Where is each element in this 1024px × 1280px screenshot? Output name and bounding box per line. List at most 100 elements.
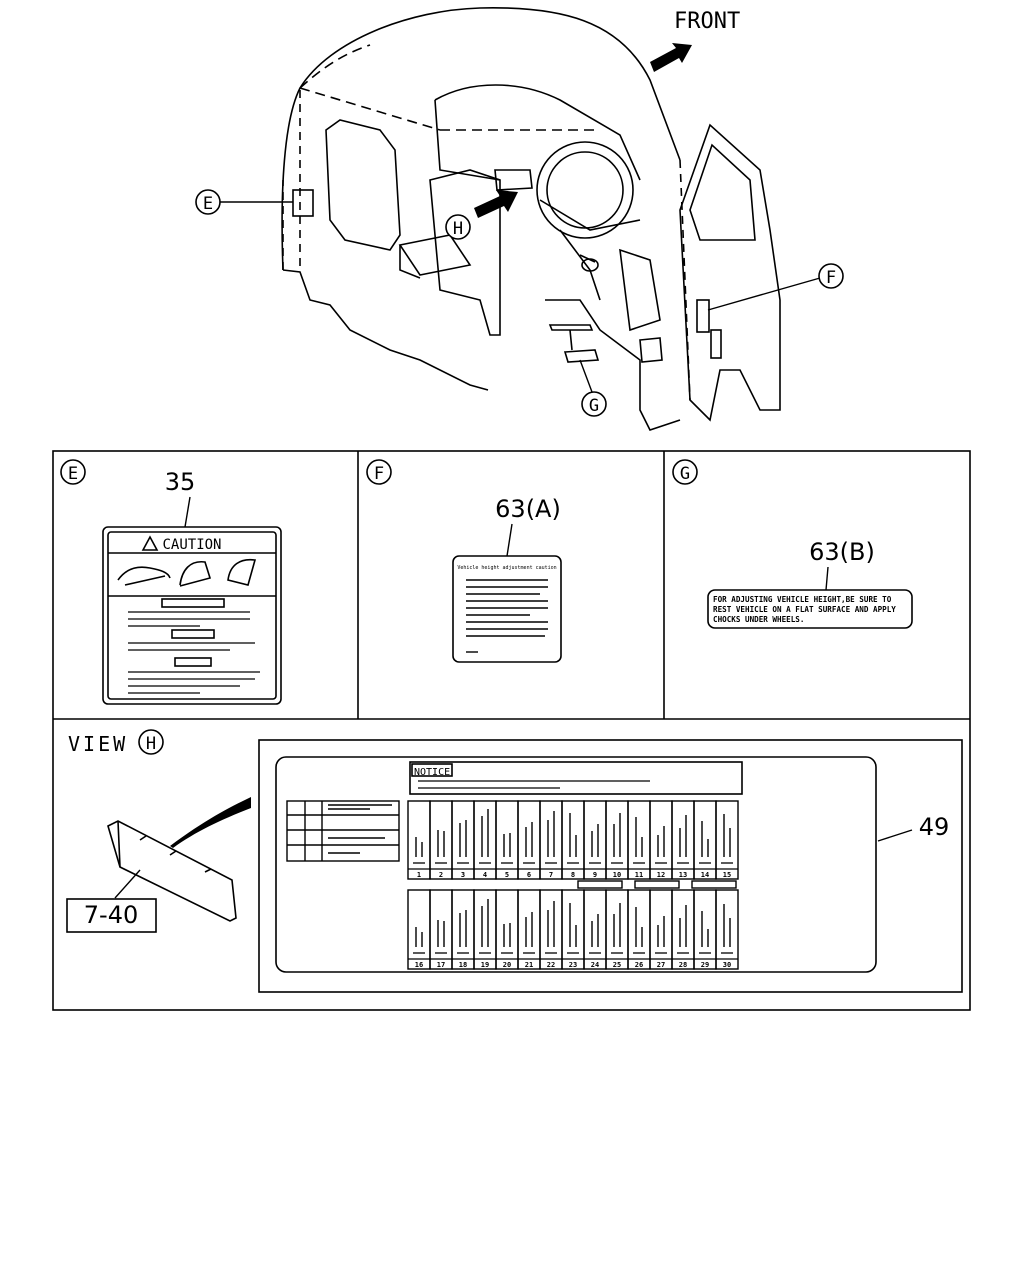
fuse-number: 17 bbox=[437, 961, 445, 969]
fuse-slot bbox=[605, 889, 629, 970]
callout-h-letter: H bbox=[453, 219, 463, 239]
fuse-slot bbox=[407, 889, 431, 970]
sticker-f-location bbox=[696, 299, 710, 333]
fuse-slot bbox=[429, 889, 453, 970]
callout-e: E bbox=[195, 189, 293, 215]
fuse-number: 13 bbox=[679, 871, 687, 879]
detail-grid bbox=[52, 450, 971, 1011]
fuse-number: 22 bbox=[547, 961, 555, 969]
fuse-slot bbox=[627, 889, 651, 970]
fuse-slot bbox=[693, 800, 717, 880]
panel-f-letter: F bbox=[374, 464, 384, 484]
spare-fuse-holder bbox=[577, 880, 623, 889]
spare-fuse-holder bbox=[634, 880, 680, 889]
fuse-number: 21 bbox=[525, 961, 533, 969]
fuse-slot bbox=[517, 889, 541, 970]
notice-box bbox=[409, 761, 743, 795]
caution-title: CAUTION bbox=[162, 537, 221, 553]
fuse-slot bbox=[451, 889, 475, 970]
part-number-7-40: 7-40 bbox=[84, 901, 138, 929]
fuse-slot bbox=[473, 889, 497, 970]
panel-e-letter: E bbox=[68, 464, 78, 484]
panel-g-letter: G bbox=[680, 464, 690, 484]
callout-f: F bbox=[707, 263, 844, 311]
notice-title: NOTICE bbox=[414, 767, 450, 778]
fuse-number: 15 bbox=[723, 871, 731, 879]
fuse-number: 3 bbox=[461, 871, 465, 879]
fuse-slot bbox=[649, 889, 673, 970]
fuse-number: 23 bbox=[569, 961, 577, 969]
wheel-chocks-line-2: REST VEHICLE ON A FLAT SURFACE AND APPLY bbox=[713, 605, 896, 614]
wheel-chocks-label bbox=[707, 589, 913, 629]
fuse-number: 5 bbox=[505, 871, 509, 879]
panel-e: E 35 bbox=[60, 459, 282, 705]
fuse-number: 18 bbox=[459, 961, 467, 969]
fuse-number: 7 bbox=[549, 871, 553, 879]
fuse-slot bbox=[495, 800, 519, 880]
fuse-slot bbox=[561, 889, 585, 970]
front-label: FRONT bbox=[674, 9, 740, 34]
spare-fuse-holder bbox=[691, 880, 737, 889]
front-arrow-icon bbox=[650, 43, 692, 72]
fuse-slot bbox=[495, 889, 519, 970]
panel-f: F 63(A) Vehicle height adjustment cautio… bbox=[366, 459, 562, 663]
cab-illustration bbox=[281, 7, 781, 431]
fuse-label-frame bbox=[258, 739, 963, 993]
fuse-number: 24 bbox=[591, 961, 599, 969]
front-arrow: FRONT bbox=[650, 9, 740, 72]
fuse-slot bbox=[627, 800, 651, 880]
sticker-h-location bbox=[494, 169, 533, 191]
part-number-63b: 63(B) bbox=[809, 538, 875, 566]
fuse-slot bbox=[605, 800, 629, 880]
fuse-number: 6 bbox=[527, 871, 531, 879]
fuse-number: 28 bbox=[679, 961, 687, 969]
fuse-number: 19 bbox=[481, 961, 489, 969]
fuse-number: 27 bbox=[657, 961, 665, 969]
vehicle-height-caution-label bbox=[452, 555, 562, 663]
callout-g-letter: G bbox=[589, 396, 599, 416]
fuse-slot bbox=[473, 800, 497, 880]
callout-g: G bbox=[579, 359, 607, 417]
fuse-number: 12 bbox=[657, 871, 665, 879]
fuse-box-lid bbox=[107, 820, 237, 922]
part-number-63a: 63(A) bbox=[495, 495, 561, 523]
wheel-chocks-line-3: CHOCKS UNDER WHEELS. bbox=[713, 615, 804, 624]
fuse-slot bbox=[583, 800, 607, 880]
fuse-number: 25 bbox=[613, 961, 621, 969]
callout-e-letter: E bbox=[203, 194, 213, 214]
lid-projection-wedge bbox=[170, 797, 251, 848]
fuse-slot bbox=[429, 800, 453, 880]
fuse-number: 16 bbox=[415, 961, 423, 969]
fuse-number: 14 bbox=[701, 871, 709, 879]
part-number-49: 49 bbox=[919, 813, 950, 841]
view-h-arrow-icon bbox=[474, 190, 518, 218]
fuse-slot bbox=[451, 800, 475, 880]
vehicle-height-label-heading: Vehicle height adjustment caution bbox=[457, 565, 556, 571]
fuse-slot bbox=[671, 800, 695, 880]
sticker-g-location bbox=[563, 349, 600, 363]
callout-h: H bbox=[445, 214, 471, 240]
fuse-number: 29 bbox=[701, 961, 709, 969]
fuse-number: 1 bbox=[417, 871, 421, 879]
fuse-slot bbox=[539, 800, 563, 880]
fuse-slot bbox=[583, 889, 607, 970]
panel-g: G 63(B) FOR ADJUSTING VEHICLE HEIGHT,BE … bbox=[672, 459, 913, 629]
fuse-slot bbox=[649, 800, 673, 880]
caution-label bbox=[102, 526, 282, 705]
fuse-slot bbox=[715, 889, 739, 970]
fuse-number: 4 bbox=[483, 871, 487, 879]
fuse-slot bbox=[407, 800, 431, 880]
fuse-number: 10 bbox=[613, 871, 621, 879]
fuse-slot bbox=[693, 889, 717, 970]
fuse-number: 8 bbox=[571, 871, 575, 879]
fuse-slot bbox=[561, 800, 585, 880]
view-h-label: VIEW bbox=[68, 732, 128, 756]
fuse-label-sheet bbox=[275, 756, 877, 973]
fuse-slot bbox=[517, 800, 541, 880]
fuse-number: 30 bbox=[723, 961, 731, 969]
wheel-chocks-line-1: FOR ADJUSTING VEHICLE HEIGHT,BE SURE TO bbox=[713, 595, 892, 604]
fuse-number: 2 bbox=[439, 871, 443, 879]
fuse-number: 20 bbox=[503, 961, 511, 969]
